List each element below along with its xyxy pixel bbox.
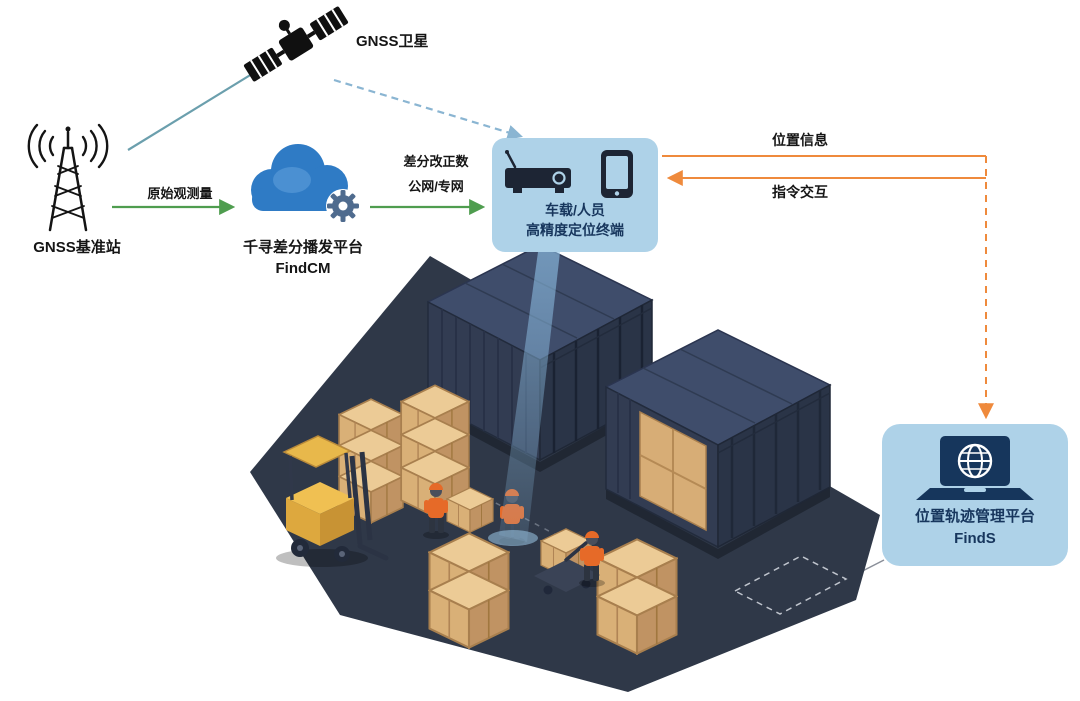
worker (579, 531, 605, 587)
pallet-jack (534, 528, 600, 595)
cloud-gear-icon (251, 144, 360, 223)
management-node: 位置轨迹管理平台 FindS (882, 424, 1068, 566)
management-label: 位置轨迹管理平台 (914, 508, 1035, 525)
cloud-platform-label: 千寻差分播发平台 (242, 239, 363, 256)
laptop-globe-icon (916, 436, 1034, 500)
terminal-label-line1: 车载/人员 (545, 202, 605, 218)
terminal-label-line2: 高精度定位终端 (526, 222, 624, 239)
ground-platform (250, 256, 880, 692)
edge-label-correction-1: 差分改正数 (403, 154, 469, 169)
receiver-icon (505, 150, 571, 193)
pallet-stack (428, 532, 510, 649)
shipping-container-right (604, 329, 832, 559)
geofence-zone (733, 555, 848, 615)
management-icon (916, 436, 1034, 500)
edge-label-position-info: 位置信息 (772, 132, 828, 148)
edge-label-command-interaction: 指令交互 (772, 184, 828, 200)
terminal-node: 车载/人员 高精度定位终端 (492, 138, 658, 252)
satellite-icon (243, 6, 349, 82)
connector-satellite-to-terminal (333, 78, 523, 140)
management-product: FindS (954, 529, 996, 547)
smartphone-icon (601, 150, 633, 198)
warehouse-scene (250, 244, 880, 692)
worker (423, 483, 449, 539)
gear-icon (327, 190, 359, 222)
terminal-icons (505, 150, 633, 198)
base-station-icon (27, 123, 109, 232)
positioning-beam (488, 252, 560, 546)
forklift (276, 435, 389, 567)
cloud-platform-product: FindCM (275, 260, 331, 277)
edge-label-correction-2: 公网/专网 (408, 179, 464, 194)
pallet-stack (596, 538, 678, 655)
base-station-label: GNSS基准站 (33, 239, 121, 256)
connector-satellite-to-base (127, 65, 266, 151)
arrow-position-info (662, 155, 994, 420)
satellite-label: GNSS卫星 (356, 33, 429, 50)
edge-label-raw-observation: 原始观测量 (147, 186, 213, 201)
container-open-cargo (639, 410, 707, 532)
